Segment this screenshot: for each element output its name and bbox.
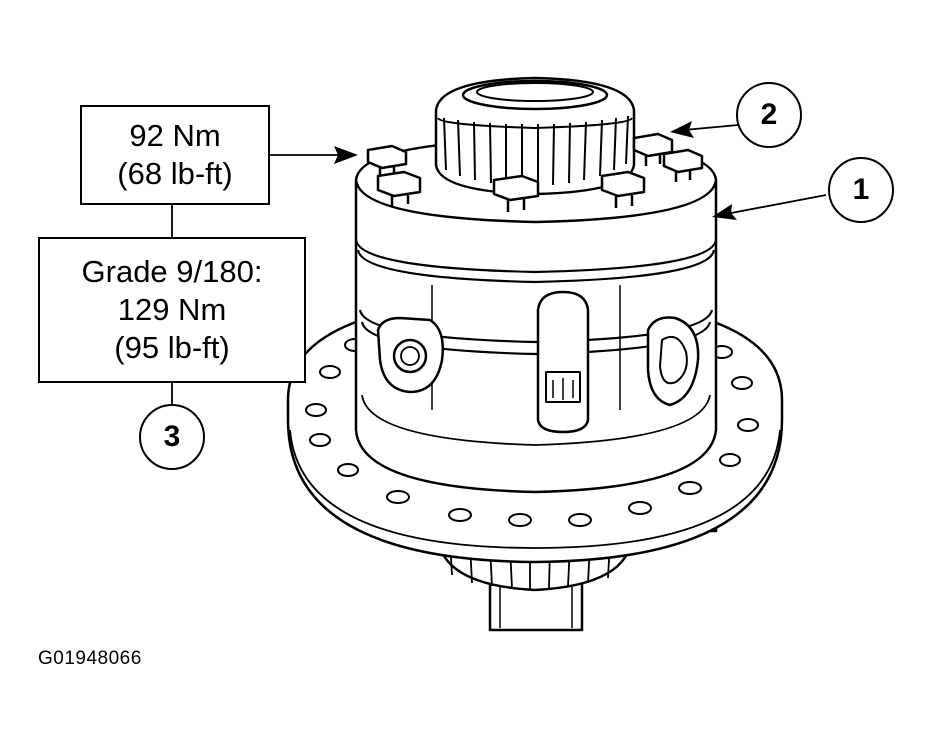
callout-3-number: 3 — [163, 420, 181, 453]
callout-2-number: 2 — [760, 98, 778, 131]
torque-grade-imperial: (95 lb-ft) — [114, 330, 230, 365]
callout-2: 2 — [736, 82, 802, 148]
leader-lines — [171, 124, 827, 404]
torque-grade-title: Grade 9/180: — [81, 254, 263, 289]
torque-primary-imperial: (68 lb-ft) — [117, 156, 233, 191]
figure-id: G01948066 — [38, 648, 142, 669]
torque-label-grade: Grade 9/180: 129 Nm (95 lb-ft) — [38, 237, 306, 383]
torque-grade-metric: 129 Nm — [117, 292, 227, 327]
top-bearing — [434, 76, 636, 196]
torque-primary-metric: 92 Nm — [129, 118, 221, 153]
callout-3: 3 — [139, 404, 205, 470]
case-bolts — [366, 132, 704, 212]
callout-1-number: 1 — [852, 173, 870, 206]
callout-1: 1 — [828, 157, 894, 223]
torque-label-primary: 92 Nm (68 lb-ft) — [80, 105, 270, 205]
arrow-heads — [334, 121, 737, 220]
